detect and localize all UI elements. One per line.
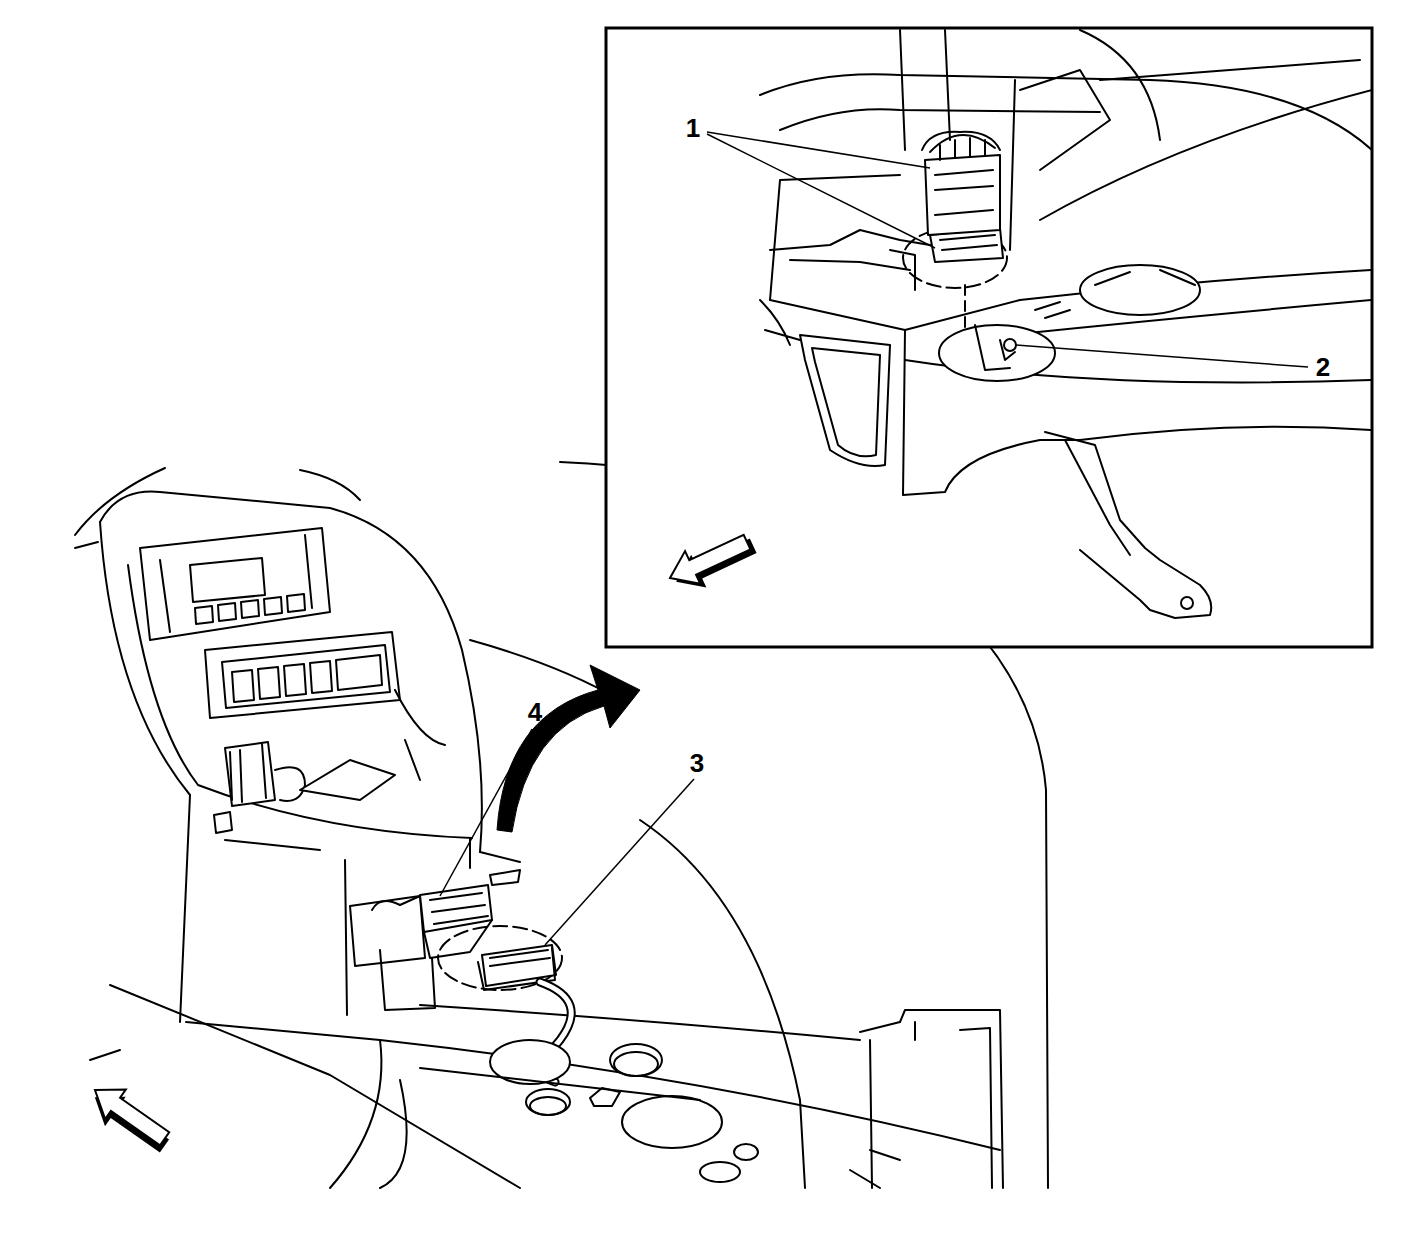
main-view-part	[350, 896, 425, 966]
main-view-part	[734, 1144, 758, 1160]
inset-view-part	[1080, 265, 1200, 315]
main-view-part	[424, 920, 492, 958]
inset-view-part	[1181, 597, 1193, 609]
inset-view-part	[964, 285, 966, 330]
inset-view-part	[1040, 90, 1371, 220]
main-view-part	[420, 885, 492, 932]
leader-lines-part	[1016, 345, 1308, 367]
main-view-part	[180, 795, 190, 1022]
inset-view-part	[935, 170, 993, 215]
inset-view-part	[939, 325, 1055, 381]
inset-view-part	[930, 135, 995, 160]
inset-view-part	[790, 260, 910, 270]
inset-view-part	[1095, 270, 1195, 285]
main-view-part	[622, 1096, 722, 1148]
main-view-part	[470, 838, 520, 868]
main-view-part	[275, 767, 305, 801]
callout-number: 2	[1316, 354, 1330, 380]
inset-view-part	[1065, 440, 1130, 555]
main-view-part	[700, 1162, 740, 1182]
inset-view-part	[780, 109, 1100, 130]
main-view-part	[850, 1150, 900, 1188]
main-view-part	[430, 893, 488, 924]
main-view-part	[860, 1010, 1003, 1188]
inset-view-part	[760, 300, 800, 345]
forward-arrow	[662, 524, 760, 600]
main-view-part	[490, 870, 520, 885]
main-view-part	[195, 594, 305, 624]
main-view-part	[90, 1050, 120, 1060]
inset-view-part	[975, 325, 1015, 370]
leader-lines	[440, 132, 1308, 945]
leader-lines-part	[440, 729, 532, 896]
main-view-part	[186, 1022, 1000, 1150]
rotation-arrow	[497, 665, 640, 832]
main-view-part	[100, 492, 482, 852]
inset-view-part	[770, 175, 900, 300]
forward-arrow-part	[85, 1075, 175, 1153]
main-view-part	[372, 896, 420, 910]
main-view-part	[300, 760, 395, 800]
inset-view-part	[1035, 302, 1070, 318]
inset-view-part	[900, 30, 1015, 250]
main-view-part	[305, 535, 312, 608]
main-view-part	[110, 985, 520, 1188]
inset-view-part	[760, 74, 1371, 150]
main-view-part	[232, 655, 382, 702]
inset-frame	[606, 28, 1372, 647]
leader-lines-part	[545, 779, 694, 945]
main-view-part	[395, 690, 445, 780]
inset-view-part	[1080, 30, 1360, 140]
main-view-part	[214, 812, 320, 850]
main-view-part	[205, 632, 400, 718]
inset-view-part	[812, 348, 880, 456]
inset-view-part	[903, 228, 1007, 288]
main-view-part	[526, 1089, 570, 1115]
main-view-part	[190, 558, 265, 602]
inset-view-part	[1004, 339, 1016, 351]
main-view-part	[75, 542, 98, 548]
inset-view-part	[770, 270, 1371, 330]
main-view-part	[614, 1052, 658, 1076]
main-view-part	[490, 950, 550, 966]
main-view-part	[380, 1068, 700, 1188]
forward-arrow	[81, 1075, 178, 1160]
main-view-part	[530, 1097, 566, 1115]
inset-view-part	[800, 335, 890, 466]
main-view-part	[345, 860, 347, 1015]
inset-view	[760, 30, 1371, 618]
callout-number: 3	[690, 750, 704, 776]
forward-arrow-part	[662, 526, 754, 595]
main-view-part	[140, 528, 330, 640]
main-view-part	[420, 1005, 860, 1040]
inset-view-part	[1045, 432, 1211, 618]
callout-number: 1	[686, 115, 700, 141]
main-view-part	[160, 560, 170, 632]
main-view-part	[300, 470, 360, 500]
leader-lines-part	[707, 134, 935, 248]
main-view-part	[330, 1040, 381, 1188]
inset-view-part	[940, 235, 997, 250]
main-view-part	[222, 645, 390, 708]
main-view-part	[225, 742, 275, 806]
inset-view-part	[1020, 70, 1110, 170]
callout-number: 4	[528, 699, 542, 725]
main-view-part	[230, 744, 266, 802]
main-view-part	[380, 950, 435, 1010]
inset-view-part	[925, 155, 1000, 235]
main-view-part	[610, 1044, 662, 1076]
